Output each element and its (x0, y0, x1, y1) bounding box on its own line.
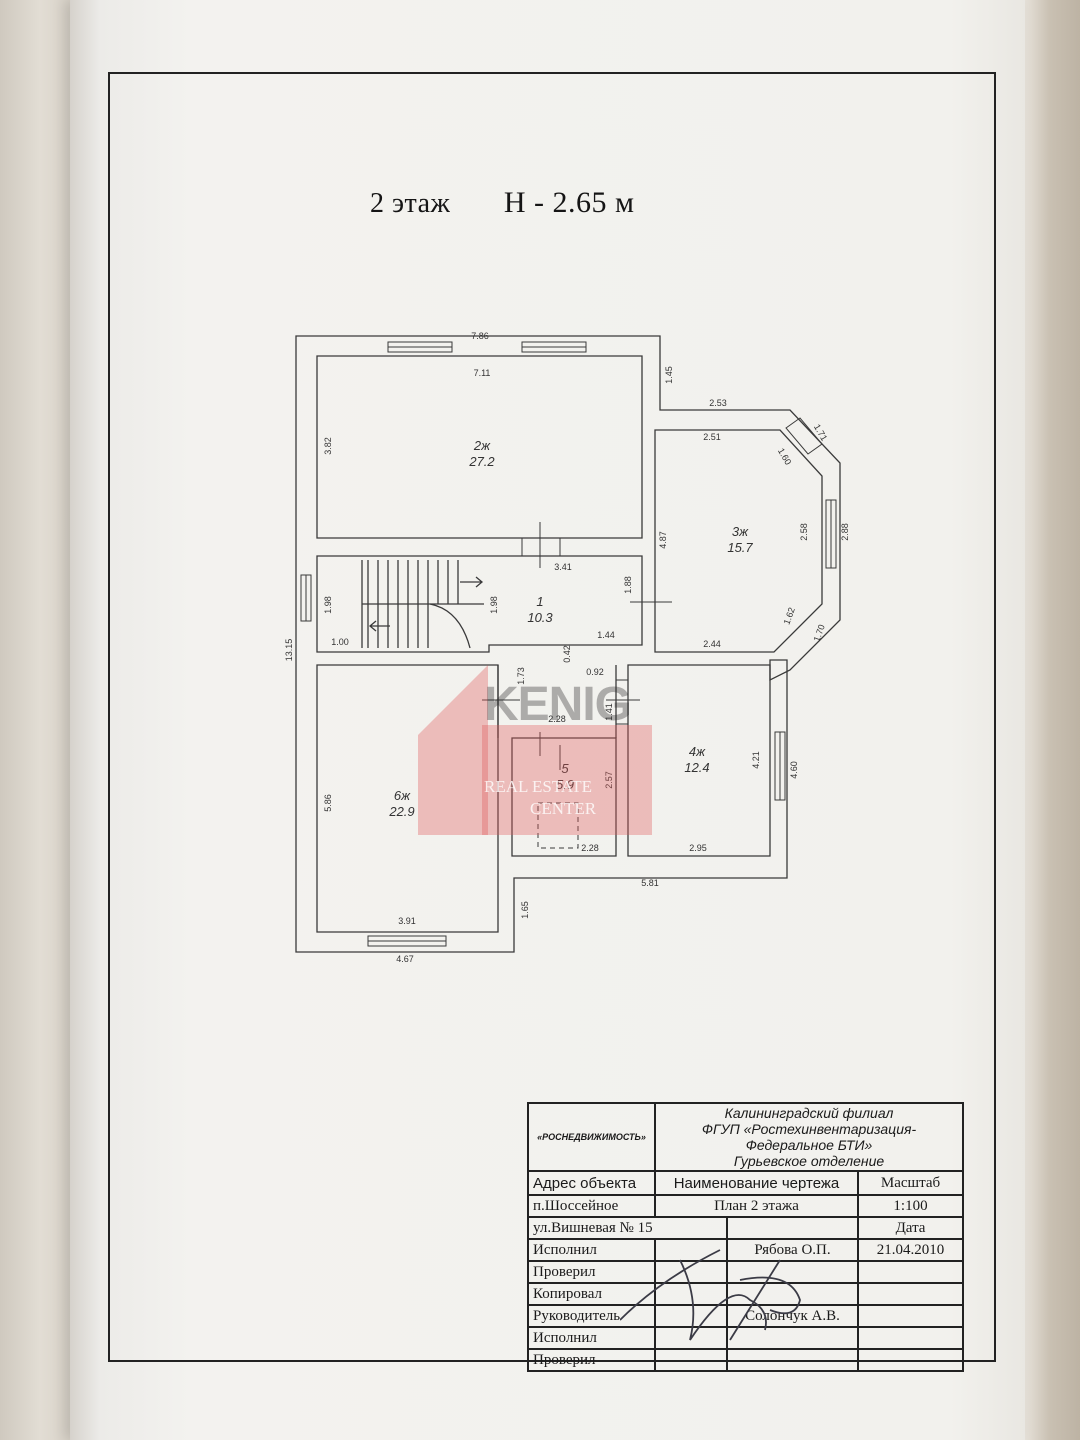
room-4-area: 12.4 (684, 760, 709, 775)
room-1-area: 10.3 (527, 610, 553, 625)
org-line: ФГУП «Ростехинвентаризация- (701, 1121, 917, 1137)
dim-label: 1.45 (664, 366, 674, 384)
dim-label: 3.82 (323, 437, 333, 455)
org-line: Гурьевское отделение (733, 1153, 885, 1169)
role-label: Проверил (527, 1348, 656, 1372)
dim-label: 7.11 (474, 368, 491, 378)
dim-label: 2.95 (689, 843, 707, 853)
room-6-outline (316, 664, 499, 933)
room-4-id: 4ж (689, 744, 706, 759)
dim-label: 7.86 (471, 331, 489, 341)
org-line: Федеральное БТИ» (745, 1137, 873, 1153)
role-label: Копировал (527, 1282, 656, 1306)
signer-name: Рябова О.П. (726, 1238, 859, 1262)
sign-date: 21.04.2010 (856, 1238, 965, 1262)
role-label: Проверил (527, 1260, 656, 1284)
room-2-id: 2ж (473, 438, 491, 453)
org-line: Калининградский филиал (724, 1105, 894, 1121)
page-title: 2 этаж H - 2.65 м (370, 186, 635, 220)
dim-label: 1.44 (597, 630, 615, 640)
agency-name: «РОСНЕДВИЖИМОСТЬ» (527, 1102, 656, 1172)
dim-label: 1.70 (811, 623, 826, 643)
dim-label: 3.91 (398, 916, 416, 926)
dim-label: 4.21 (751, 751, 761, 769)
dim-label: 1.98 (323, 596, 333, 614)
dim-label: 2.88 (840, 523, 850, 541)
address-line1: п.Шоссейное (527, 1194, 656, 1218)
room-1-id: 1 (536, 594, 543, 609)
dim-label: 1.60 (776, 446, 793, 466)
date-label: Дата (856, 1216, 965, 1240)
dim-label: 2.28 (581, 843, 599, 853)
dim-label: 2.44 (703, 639, 721, 649)
room-4-outline (627, 664, 771, 857)
dim-label: 2.53 (709, 398, 727, 408)
dim-label: 4.67 (396, 954, 414, 964)
scale-label: Масштаб (856, 1170, 965, 1196)
room-5-id: 5 (561, 761, 569, 776)
drawing-name-label: Наименование чертежа (654, 1170, 859, 1196)
room-3-outline (654, 429, 823, 653)
dim-label: 1.65 (520, 901, 530, 919)
scale-value: 1:100 (856, 1194, 965, 1218)
floor-label: 2 этаж (370, 188, 451, 219)
dim-label: 1.88 (623, 576, 633, 594)
dim-label: 2.51 (703, 432, 721, 442)
role-label: Исполнил (527, 1326, 656, 1350)
dim-label: 5.81 (641, 878, 659, 888)
dim-label: 2.57 (604, 771, 614, 789)
room-2-area: 27.2 (468, 454, 495, 469)
dim-label: 1.62 (781, 606, 796, 626)
ceiling-height: H - 2.65 м (503, 186, 635, 219)
room-5-area: 5.9 (556, 777, 574, 792)
address-line2: ул.Вишневая № 15 (527, 1216, 728, 1240)
address-label: Адрес объекта (527, 1170, 656, 1196)
dim-label: 0.42 (562, 645, 572, 663)
dim-label: 5.86 (323, 794, 333, 812)
signer-name: Солончук А.В. (726, 1304, 859, 1328)
dim-label: 2.58 (799, 523, 809, 541)
dim-label: 4.87 (658, 531, 668, 549)
room-6-id: 6ж (394, 788, 411, 803)
dim-label: 1.00 (331, 637, 349, 647)
room-6-area: 22.9 (388, 804, 414, 819)
dim-label: 13.15 (284, 639, 294, 662)
dim-label: 3.41 (554, 562, 572, 572)
dim-label: 1.73 (516, 667, 526, 685)
room-3-area: 15.7 (727, 540, 753, 555)
organization: Калининградский филиал ФГУП «Ростехинвен… (653, 1102, 965, 1172)
room-2-outline (316, 355, 643, 539)
staircase (361, 560, 484, 649)
dim-label: 0.92 (586, 667, 604, 677)
role-label: Исполнил (527, 1238, 656, 1262)
room-1-outline (316, 555, 643, 653)
dim-label: 1.41 (604, 703, 614, 721)
drawing-name: План 2 этажа (654, 1194, 859, 1218)
dim-label: 1.71 (812, 422, 829, 442)
dim-label: 2.28 (548, 714, 566, 724)
room-3-id: 3ж (732, 524, 749, 539)
room-5-outline (511, 737, 617, 857)
dim-label: 1.98 (489, 596, 499, 614)
windows (300, 341, 837, 947)
doors (482, 522, 672, 849)
title-block: «РОСНЕДВИЖИМОСТЬ» Калининградский филиал… (527, 1102, 965, 1372)
dim-label: 4.60 (789, 761, 799, 779)
role-label: Руководитель (527, 1304, 656, 1328)
